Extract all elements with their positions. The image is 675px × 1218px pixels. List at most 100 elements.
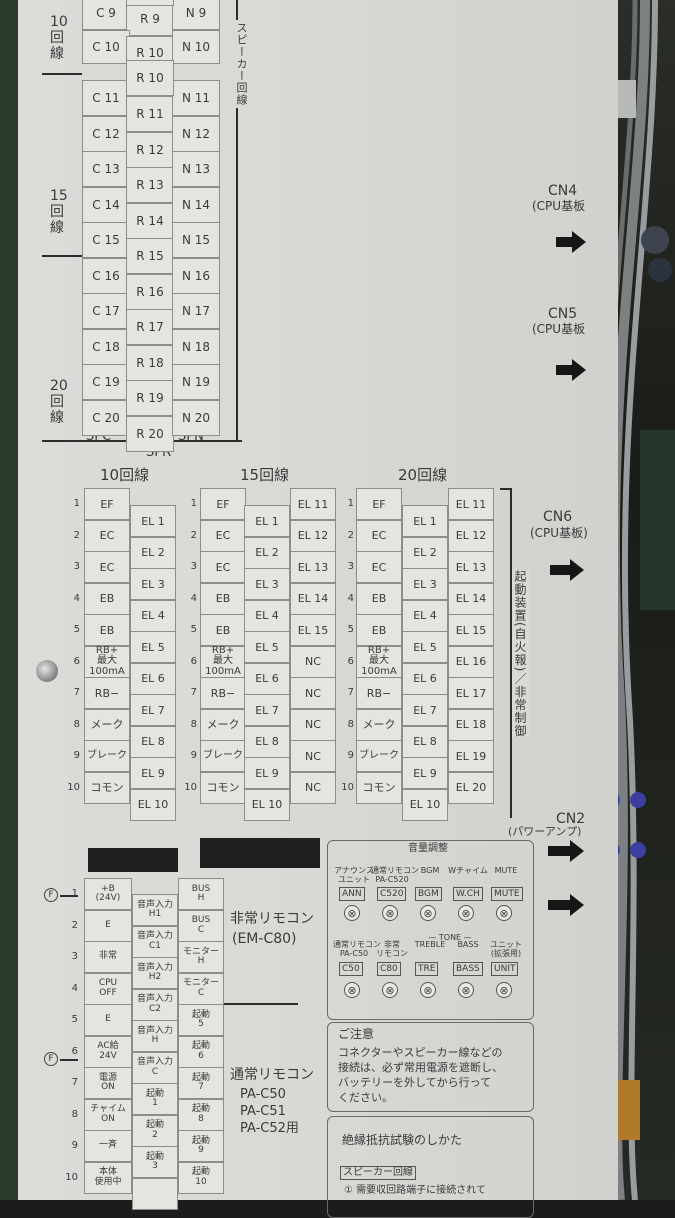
emergency-remote-label: 非常リモコン bbox=[230, 911, 314, 927]
volume-label: MUTE bbox=[494, 866, 518, 875]
insulation-test-tag: スピーカー回線 bbox=[340, 1166, 416, 1180]
speaker-n-cell: N 10 bbox=[172, 30, 220, 64]
f-mark-1: F bbox=[44, 888, 58, 902]
speaker-n-cell: N 18 bbox=[172, 328, 220, 365]
el-cell: EL 7 bbox=[130, 694, 176, 726]
el-row-number: 9 bbox=[190, 750, 197, 761]
cn6-sub: (CPU基板) bbox=[530, 526, 588, 540]
speaker-r-cell: R 13 bbox=[126, 167, 174, 203]
el-row-number: 5 bbox=[73, 624, 80, 635]
volume-title: 音量調整 bbox=[408, 843, 448, 854]
volume-tag: BGM bbox=[415, 887, 442, 901]
speaker-r-cell: R 11 bbox=[126, 96, 174, 132]
cn6-arrow-icon bbox=[570, 559, 584, 581]
speaker-c-cell: C 20 bbox=[82, 399, 130, 436]
speaker-c-cell: C 11 bbox=[82, 80, 130, 116]
cn6-label: CN6 bbox=[543, 509, 573, 525]
remote-col1-cell: E bbox=[84, 1004, 132, 1036]
speaker-n-cell: N 15 bbox=[172, 222, 220, 258]
el-left-cell: RB+最大100mA bbox=[200, 645, 246, 678]
volume-label: TREBLE bbox=[414, 940, 446, 949]
el-cell: EL 4 bbox=[244, 599, 290, 632]
speaker-n-cell: N 9 bbox=[172, 0, 220, 30]
el-row-number: 5 bbox=[190, 624, 197, 635]
volume-tag: TRE bbox=[415, 962, 439, 976]
volume-knob-icon: ⊗ bbox=[382, 982, 398, 998]
header-10-lines: 10回線 bbox=[100, 466, 150, 484]
el-row-number: 8 bbox=[347, 718, 354, 730]
speaker-vertical-label: スピーカー回線 bbox=[233, 20, 249, 108]
el-cell: EL 6 bbox=[244, 662, 290, 695]
el-cell-right: EL 14 bbox=[448, 582, 494, 615]
remote-row-number: 8 bbox=[71, 1108, 78, 1120]
notice-box bbox=[327, 1022, 534, 1112]
cn5-arrow-icon bbox=[572, 359, 586, 381]
el-cell-right: EL 20 bbox=[448, 771, 494, 804]
remote-row-number: 3 bbox=[71, 951, 78, 962]
speaker-r-cell: R 16 bbox=[126, 273, 174, 310]
el-left-cell: EB bbox=[84, 582, 130, 615]
el-left-cell: ブレーク bbox=[200, 740, 246, 772]
speaker-r-cell: R 19 bbox=[126, 380, 174, 416]
speaker-n-cell: N 14 bbox=[172, 186, 220, 223]
el-left-cell: メーク bbox=[200, 708, 246, 741]
el-row-number: 6 bbox=[73, 655, 80, 667]
el-left-cell: EF bbox=[84, 488, 130, 520]
remote-col1-cell: 非常 bbox=[84, 941, 132, 973]
el-cell: EL 3 bbox=[244, 568, 290, 600]
el-cell-right: EL 11 bbox=[290, 488, 336, 520]
el-left-cell: RB− bbox=[200, 677, 246, 709]
marker-20-lines: 20回線 bbox=[50, 378, 68, 426]
el-cell-right: EL 13 bbox=[448, 551, 494, 583]
el-cell-right: NC bbox=[290, 771, 336, 804]
el-left-cell: EC bbox=[84, 551, 130, 583]
volume-label: BASS bbox=[457, 940, 479, 949]
el-left-cell: EC bbox=[200, 519, 246, 552]
speaker-c-cell: C 14 bbox=[82, 186, 130, 223]
el-cell-right: EL 12 bbox=[290, 519, 336, 552]
speaker-c-cell: C 17 bbox=[82, 293, 130, 329]
el-cell: EL 2 bbox=[244, 536, 290, 569]
el-cell-right: EL 18 bbox=[448, 708, 494, 741]
el-left-cell: EC bbox=[356, 551, 402, 583]
el-left-cell: EF bbox=[200, 488, 246, 520]
el-row-number: 2 bbox=[347, 529, 354, 541]
speaker-r-cell: R 8 bbox=[126, 0, 174, 6]
el-cell: EL 7 bbox=[402, 694, 448, 726]
speaker-c-cell: C 15 bbox=[82, 222, 130, 258]
el-row-number: 10 bbox=[184, 781, 197, 793]
el-row-number: 4 bbox=[73, 592, 80, 604]
el-row-number: 9 bbox=[347, 750, 354, 761]
volume-label: BGM bbox=[420, 866, 440, 875]
cn2-arrow-2-icon bbox=[570, 894, 584, 916]
el-row-number: 5 bbox=[347, 624, 354, 635]
volume-tag: ANN bbox=[339, 887, 365, 901]
el-left-cell: コモン bbox=[84, 771, 130, 804]
volume-tag: C520 bbox=[377, 887, 407, 901]
remote-col2-cell bbox=[132, 1177, 178, 1210]
el-cell-right: EL 15 bbox=[290, 614, 336, 646]
speaker-r-cell: R 14 bbox=[126, 202, 174, 239]
el-left-cell: EB bbox=[84, 614, 130, 646]
speaker-c-cell: C 18 bbox=[82, 328, 130, 365]
cn2-arrow-icon bbox=[570, 840, 584, 862]
el-cell-right: EL 14 bbox=[290, 582, 336, 615]
volume-knob-icon: ⊗ bbox=[420, 905, 436, 921]
el-row-number: 10 bbox=[67, 781, 80, 793]
el-row-number: 9 bbox=[73, 750, 80, 761]
speaker-c-cell: C 16 bbox=[82, 257, 130, 294]
el-cell: EL 5 bbox=[130, 631, 176, 663]
volume-tag: C80 bbox=[377, 962, 401, 976]
insulation-test-line: ① 需要収回路端子に接続されて bbox=[344, 1185, 486, 1196]
el-cell-right: EL 11 bbox=[448, 488, 494, 520]
el-row-number: 10 bbox=[341, 781, 354, 793]
